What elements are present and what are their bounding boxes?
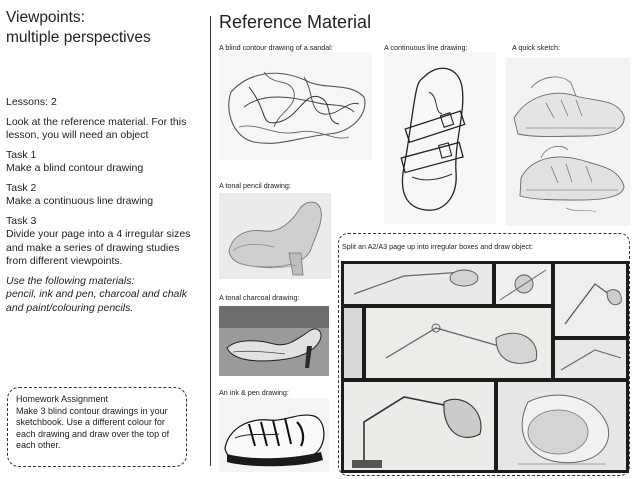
collage-cell-3 xyxy=(555,264,626,336)
quick-sketch-image xyxy=(506,58,630,226)
homework-title: Homework Assignment xyxy=(16,394,109,404)
collage-cell-8 xyxy=(498,382,626,470)
collage-cell-7 xyxy=(344,382,494,470)
irregular-boxes-collage xyxy=(341,261,629,473)
ink-pen-drawing-image xyxy=(219,398,329,472)
caption-continuous-line: A continuous line drawing: xyxy=(384,43,468,52)
collage-cell-1 xyxy=(344,264,492,304)
caption-tonal-charcoal: A tonal charcoal drawing: xyxy=(219,293,300,302)
homework-body: Make 3 blind contour drawings in your sk… xyxy=(16,405,170,451)
task-3: Task 3 Divide your page into a 4 irregul… xyxy=(6,214,191,268)
intro-text: Look at the reference material. For this… xyxy=(6,115,187,142)
tonal-pencil-drawing-image xyxy=(219,193,331,279)
split-page-box xyxy=(338,233,630,476)
caption-split-page: Split an A2/A3 page up into irregular bo… xyxy=(342,242,533,251)
collage-cell-4 xyxy=(344,308,362,378)
continuous-line-drawing-image xyxy=(384,52,496,224)
task-1: Task 1 Make a blind contour drawing xyxy=(6,148,144,175)
blind-contour-drawing-image xyxy=(219,52,372,160)
collage-cell-6 xyxy=(555,340,626,378)
collage-cell-5 xyxy=(366,308,551,378)
task-2: Task 2 Make a continuous line drawing xyxy=(6,181,154,208)
reference-title: Reference Material xyxy=(219,12,372,32)
tonal-charcoal-drawing-image xyxy=(219,306,329,376)
lessons-count: Lessons: 2 xyxy=(6,96,57,108)
caption-quick-sketch: A quick sketch: xyxy=(512,43,560,52)
caption-blind-contour: A blind contour drawing of a sandal: xyxy=(219,43,333,52)
slide-title: Viewpoints: multiple perspectives xyxy=(6,9,151,46)
vertical-divider xyxy=(210,16,211,466)
materials-list: Use the following materials: pencil, ink… xyxy=(6,274,187,314)
left-panel: Viewpoints: multiple perspectives Lesson… xyxy=(0,0,210,479)
collage-cell-2 xyxy=(496,264,551,304)
caption-ink-pen: An ink & pen drawing: xyxy=(219,388,289,397)
homework-box: Homework Assignment Make 3 blind contour… xyxy=(7,387,187,467)
lesson-instructions: Lessons: 2 Look at the reference materia… xyxy=(6,96,201,321)
caption-tonal-pencil: A tonal pencil drawing: xyxy=(219,181,291,190)
